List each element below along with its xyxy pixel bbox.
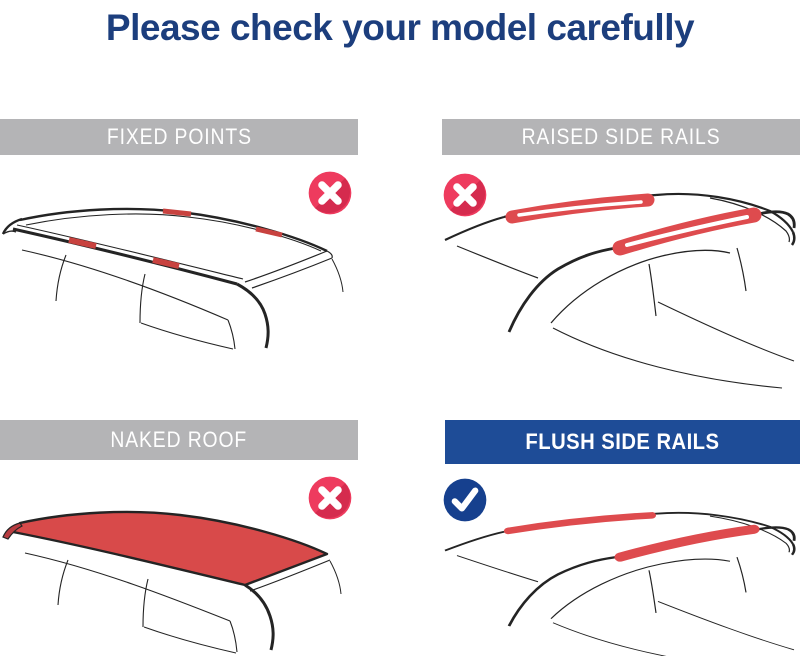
page-title: Please check your model carefully xyxy=(105,7,695,48)
car-roof-raised-rails-illustration xyxy=(400,160,800,405)
car-roof-fixed-points-illustration xyxy=(0,162,400,362)
car-roof-naked-illustration xyxy=(0,465,400,656)
cross-icon xyxy=(306,474,354,522)
header-naked-roof: NAKED ROOF xyxy=(0,420,358,460)
raised-side-rails xyxy=(505,193,762,256)
header-flush-side-rails: FLUSH SIDE RAILS xyxy=(445,420,800,464)
naked-roof-highlight xyxy=(11,510,329,587)
header-raised-side-rails-label: RAISED SIDE RAILS xyxy=(521,124,721,149)
header-raised-side-rails: RAISED SIDE RAILS xyxy=(442,119,800,155)
cross-icon xyxy=(306,169,354,217)
header-fixed-points-label: FIXED POINTS xyxy=(106,124,252,149)
header-naked-roof-label: NAKED ROOF xyxy=(110,427,248,452)
check-icon xyxy=(441,476,489,524)
flush-side-rails xyxy=(504,512,760,562)
header-fixed-points: FIXED POINTS xyxy=(0,119,358,155)
fixed-mounting-points xyxy=(68,208,283,269)
cross-icon xyxy=(441,171,489,219)
car-roof-flush-rails-illustration xyxy=(400,465,800,656)
header-flush-side-rails-label: FLUSH SIDE RAILS xyxy=(525,429,720,454)
